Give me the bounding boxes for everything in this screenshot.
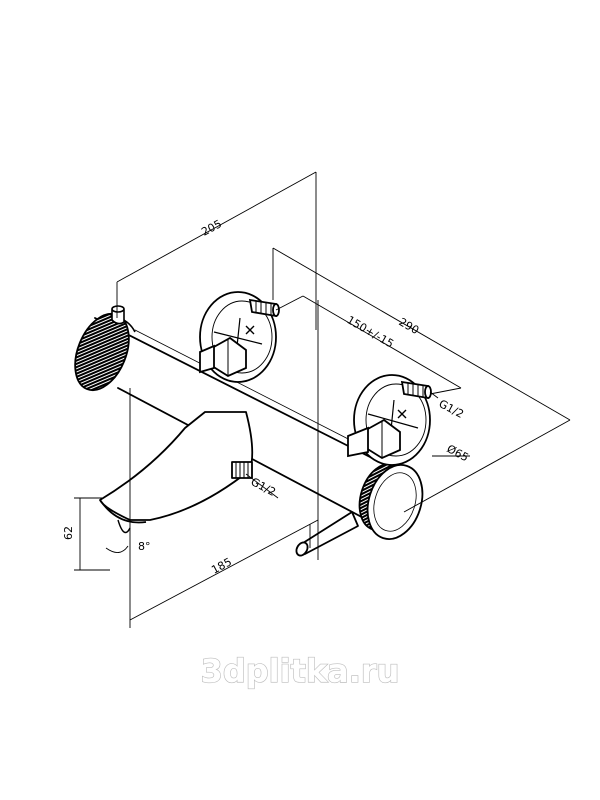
spout-thread-connector — [231, 461, 253, 479]
label-290: 290 — [397, 315, 422, 337]
lower-thread-connector — [400, 380, 432, 400]
watermark: 3dplitka.ru — [201, 652, 400, 690]
upper-escutcheon — [199, 291, 280, 383]
label-62: 62 — [62, 526, 75, 540]
thermostat-knob — [74, 305, 136, 392]
dimension-lines — [74, 171, 571, 628]
label-8-degrees: 8° — [138, 540, 151, 553]
diverter-lever — [295, 511, 359, 557]
label-205: 205 — [199, 217, 224, 238]
label-d65: Ø65 — [445, 442, 471, 464]
mixer-body — [94, 317, 391, 533]
label-185: 185 — [209, 555, 234, 576]
diverter-knob — [358, 463, 424, 540]
label-150-15: 150+/-15 — [345, 313, 396, 350]
safety-button — [111, 305, 125, 325]
label-g12-top: G1/2 — [437, 397, 466, 421]
label-g12-bottom: G1/2 — [249, 475, 278, 499]
upper-thread-connector — [248, 298, 280, 318]
spout — [99, 411, 254, 534]
lower-escutcheon — [347, 374, 432, 466]
